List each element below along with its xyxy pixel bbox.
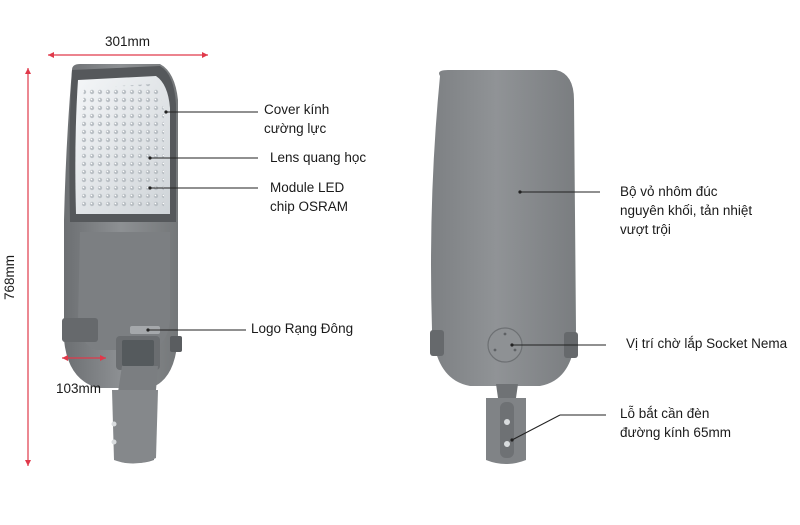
back-housing <box>431 70 576 386</box>
left-clip <box>62 318 98 342</box>
lower-body-ridge <box>78 232 170 350</box>
back-left-clip <box>430 330 444 356</box>
depth-label: 103mm <box>56 381 102 396</box>
pole-bolt-1 <box>111 421 117 427</box>
back-bolt-1 <box>504 419 510 425</box>
logo-plate <box>130 326 160 334</box>
width-label: 301mm <box>105 34 151 49</box>
front-luminaire <box>62 64 182 464</box>
callout-pole-mount: Lỗ bắt cần đèn đường kính 65mm <box>620 406 731 440</box>
nema-dot-1 <box>503 332 507 336</box>
leader-endpoints <box>146 110 522 442</box>
bracket-inner <box>122 340 154 366</box>
callout-cover-glass: Cover kính cường lực <box>264 102 330 136</box>
height-dimension <box>25 68 31 466</box>
depth-dimension <box>62 355 106 361</box>
led-lens-array <box>81 84 164 208</box>
back-luminaire <box>430 70 578 464</box>
leader-pole <box>511 414 561 441</box>
nema-dot-3 <box>513 348 517 352</box>
callout-housing: Bộ vỏ nhôm đúc nguyên khối, tản nhiệt vư… <box>620 184 753 237</box>
height-label: 768mm <box>2 254 17 300</box>
back-neck <box>496 384 518 398</box>
callout-nema-socket: Vị trí chờ lắp Socket Nema <box>626 336 788 351</box>
callout-led-module: Module LED chip OSRAM <box>270 180 349 214</box>
nema-dot-2 <box>493 348 497 352</box>
callout-optical-lens: Lens quang học <box>270 150 367 165</box>
back-bolt-2 <box>504 441 510 447</box>
back-pole-slot <box>500 402 514 458</box>
pole-bolt-2 <box>111 439 117 445</box>
right-clip <box>170 336 182 352</box>
leader-lines <box>148 111 606 441</box>
width-dimension <box>48 52 208 58</box>
front-pole-sleeve <box>112 390 158 464</box>
callout-logo: Logo Rạng Đông <box>251 321 354 336</box>
